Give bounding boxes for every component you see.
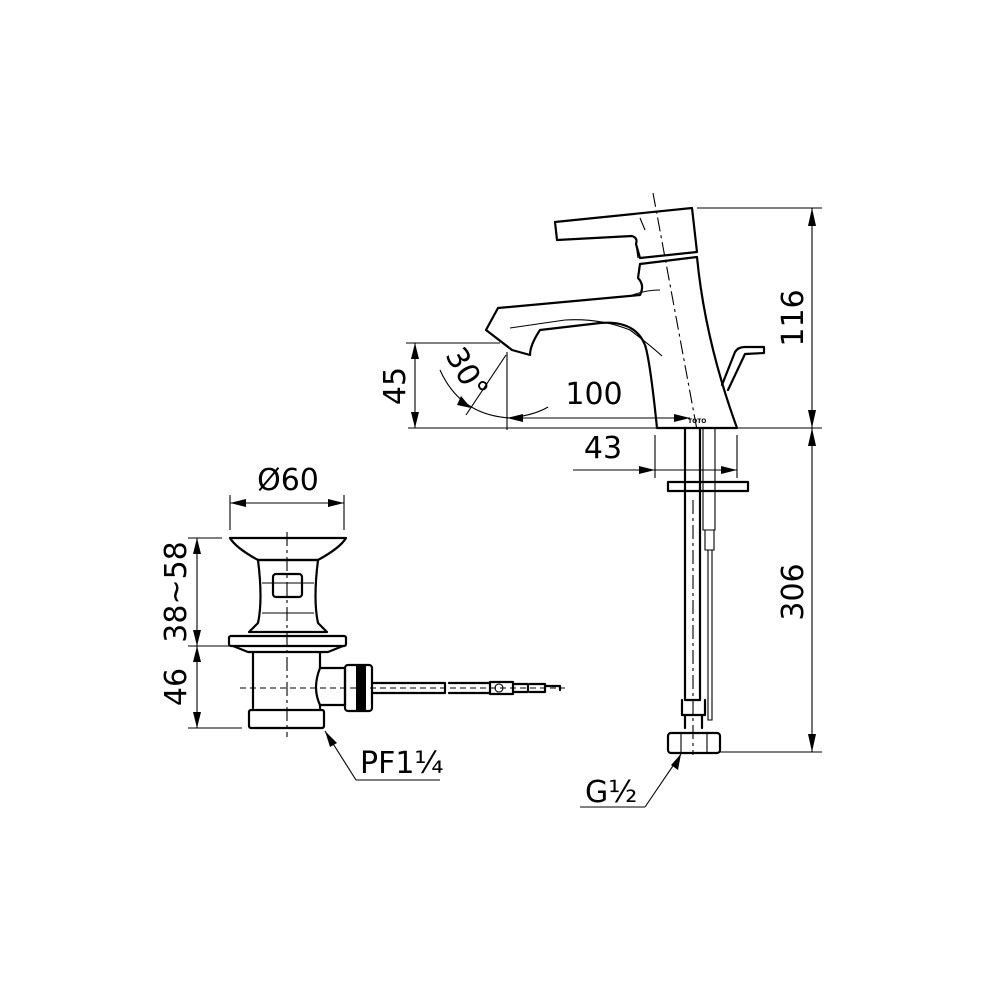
pop-up-lever [720,345,766,392]
dim-43-label: 43 [584,431,622,466]
pop-up-drain-view: Ø60 38~58 46 PF1¼ [159,463,565,781]
dim-45-label: 45 [378,367,413,405]
angle-30-label: 30° [438,341,495,405]
drain-flange [228,536,348,562]
dim-46-label: 46 [159,668,194,706]
drain-side-outlet [314,666,347,707]
drain-body-upper [247,558,329,634]
dim-306-label: 306 [776,563,811,620]
dim-116-label: 116 [776,289,811,346]
drain-window [271,572,304,599]
brand-mark: TOTO [688,418,706,425]
mounting-plate [666,480,750,493]
drain-thread-label: PF1¼ [360,746,444,781]
faucet-centerline [652,192,698,431]
dim-38-58-label: 38~58 [159,541,194,642]
hose-nut-hex [666,731,722,755]
faucet-side-view: TOTO 116 306 45 100 30° 43 [378,192,822,810]
hose-thread-label: G½ [585,775,637,810]
faucet-body [484,255,739,430]
faucet-handle-lever [553,206,699,260]
dim-diameter-label: Ø60 [257,463,319,498]
dim-100-label: 100 [565,377,622,412]
